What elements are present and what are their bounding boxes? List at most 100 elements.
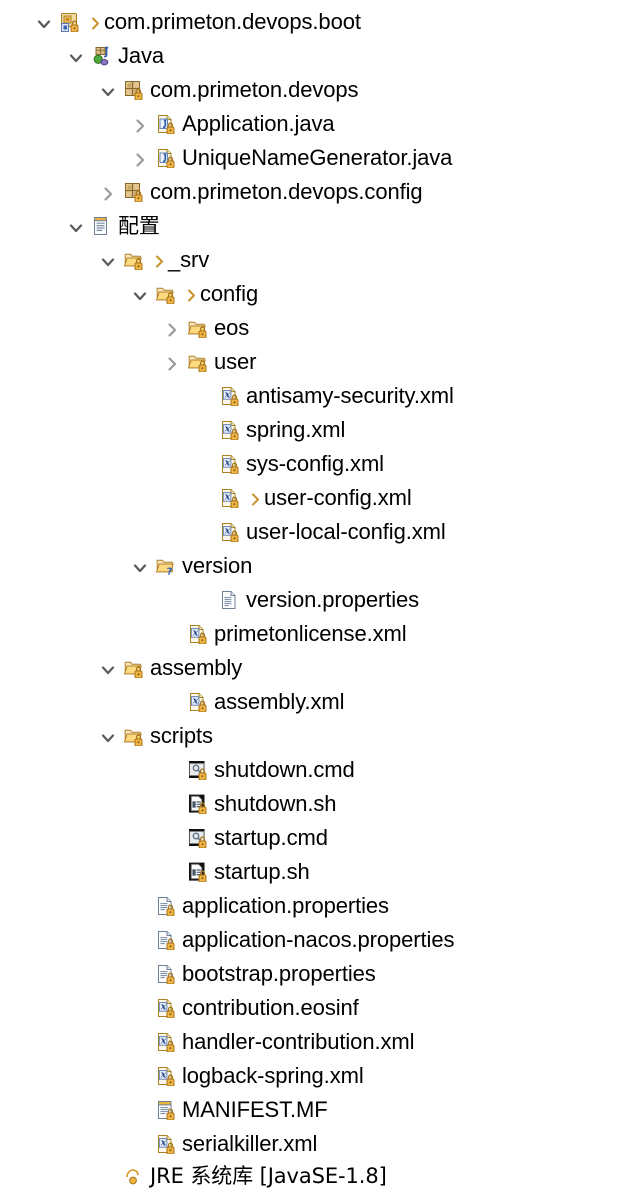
- twisty-placeholder: [128, 991, 154, 1025]
- twisty-expanded-icon[interactable]: [32, 5, 58, 39]
- indent-spacer: [0, 464, 192, 465]
- tree-row-26[interactable]: application.properties: [0, 889, 639, 923]
- tree-row-11[interactable]: antisamy-security.xml: [0, 379, 639, 413]
- indent-spacer: [0, 328, 160, 329]
- twisty-placeholder: [160, 753, 186, 787]
- indent-spacer: [0, 974, 128, 975]
- inline-chevron-right-icon: [86, 5, 104, 39]
- tree-row-24[interactable]: startup.cmd: [0, 821, 639, 855]
- tree-row-3[interactable]: Application.java: [0, 107, 639, 141]
- tree-row-17[interactable]: version.properties: [0, 583, 639, 617]
- tree-row-18[interactable]: primetonlicense.xml: [0, 617, 639, 651]
- tree-item-label: com.primeton.devops: [150, 77, 359, 102]
- tree-row-32[interactable]: MANIFEST.MF: [0, 1093, 639, 1127]
- tree-row-20[interactable]: assembly.xml: [0, 685, 639, 719]
- twisty-placeholder: [128, 957, 154, 991]
- tree-item-label: Java: [118, 43, 165, 68]
- twisty-expanded-icon[interactable]: [64, 209, 90, 243]
- twisty-placeholder: [128, 889, 154, 923]
- tree-item-label: user-local-config.xml: [246, 519, 446, 544]
- tree-row-22[interactable]: shutdown.cmd: [0, 753, 639, 787]
- tree-row-9[interactable]: eos: [0, 311, 639, 345]
- twisty-expanded-icon[interactable]: [128, 549, 154, 583]
- tree-item-label: shutdown.sh: [214, 791, 337, 816]
- tree-row-8[interactable]: config: [0, 277, 639, 311]
- package-icon: [122, 77, 148, 103]
- indent-spacer: [0, 1076, 128, 1077]
- tree-item-label: antisamy-security.xml: [246, 383, 454, 408]
- twisty-placeholder: [192, 379, 218, 413]
- twisty-collapsed-icon[interactable]: [160, 311, 186, 345]
- twisty-expanded-icon[interactable]: [96, 243, 122, 277]
- tree-item-label: bootstrap.properties: [182, 961, 376, 986]
- tree-row-23[interactable]: shutdown.sh: [0, 787, 639, 821]
- tree-row-6[interactable]: 配置: [0, 209, 639, 243]
- tree-row-12[interactable]: spring.xml: [0, 413, 639, 447]
- java-nature-icon: [90, 43, 116, 69]
- tree-item-label: primetonlicense.xml: [214, 621, 407, 646]
- inline-chevron-right-icon: [150, 243, 168, 277]
- tree-row-30[interactable]: handler-contribution.xml: [0, 1025, 639, 1059]
- inline-chevron-right-icon: [246, 481, 264, 515]
- properties-file-icon: [154, 961, 180, 987]
- xml-file-icon: [218, 383, 244, 409]
- tree-item-label: _srv: [168, 247, 210, 272]
- tree-item-label: serialkiller.xml: [182, 1131, 318, 1156]
- tree-item-label: handler-contribution.xml: [182, 1029, 415, 1054]
- indent-spacer: [0, 1042, 128, 1043]
- tree-row-2[interactable]: com.primeton.devops: [0, 73, 639, 107]
- twisty-placeholder: [160, 855, 186, 889]
- tree-row-21[interactable]: scripts: [0, 719, 639, 753]
- twisty-expanded-icon[interactable]: [96, 651, 122, 685]
- tree-row-28[interactable]: bootstrap.properties: [0, 957, 639, 991]
- properties-file-icon: [154, 893, 180, 919]
- twisty-expanded-icon[interactable]: [128, 277, 154, 311]
- indent-spacer: [0, 804, 160, 805]
- indent-spacer: [0, 600, 192, 601]
- tree-item-label: contribution.eosinf: [182, 995, 359, 1020]
- tree-row-27[interactable]: application-nacos.properties: [0, 923, 639, 957]
- twisty-collapsed-icon[interactable]: [96, 175, 122, 209]
- sh-file-icon: [186, 791, 212, 817]
- tree-row-10[interactable]: user: [0, 345, 639, 379]
- twisty-expanded-icon[interactable]: [96, 719, 122, 753]
- folder-icon: [154, 281, 180, 307]
- indent-spacer: [0, 668, 96, 669]
- tree-row-4[interactable]: UniqueNameGenerator.java: [0, 141, 639, 175]
- tree-row-29[interactable]: contribution.eosinf: [0, 991, 639, 1025]
- tree-row-16[interactable]: version: [0, 549, 639, 583]
- tree-row-1[interactable]: Java: [0, 39, 639, 73]
- twisty-collapsed-icon[interactable]: [128, 141, 154, 175]
- tree-item-label: logback-spring.xml: [182, 1063, 364, 1088]
- indent-spacer: [0, 90, 96, 91]
- tree-row-33[interactable]: serialkiller.xml: [0, 1127, 639, 1161]
- folder-icon: [122, 247, 148, 273]
- twisty-placeholder: [128, 1025, 154, 1059]
- twisty-expanded-icon[interactable]: [96, 73, 122, 107]
- xml-file-icon: [154, 995, 180, 1021]
- folder-unknown-icon: [154, 553, 180, 579]
- xml-file-icon: [218, 417, 244, 443]
- twisty-expanded-icon[interactable]: [64, 39, 90, 73]
- tree-item-label: com.primeton.devops.boot: [104, 9, 361, 34]
- xml-file-icon: [218, 451, 244, 477]
- tree-row-5[interactable]: com.primeton.devops.config: [0, 175, 639, 209]
- tree-row-19[interactable]: assembly: [0, 651, 639, 685]
- tree-row-clipped-bottom[interactable]: JRE 系统库 [JavaSE-1.8]: [0, 1159, 639, 1193]
- tree-row-7[interactable]: _srv: [0, 243, 639, 277]
- tree-row-25[interactable]: startup.sh: [0, 855, 639, 889]
- tree-row-15[interactable]: user-local-config.xml: [0, 515, 639, 549]
- indent-spacer: [0, 1008, 128, 1009]
- indent-spacer: [0, 906, 128, 907]
- tree-row-14[interactable]: user-config.xml: [0, 481, 639, 515]
- tree-row-0[interactable]: com.primeton.devops.boot: [0, 5, 639, 39]
- xml-file-icon: [186, 689, 212, 715]
- folder-icon: [186, 315, 212, 341]
- tree-row-13[interactable]: sys-config.xml: [0, 447, 639, 481]
- sh-file-icon: [186, 859, 212, 885]
- twisty-collapsed-icon[interactable]: [128, 107, 154, 141]
- tree-row-31[interactable]: logback-spring.xml: [0, 1059, 639, 1093]
- indent-spacer: [0, 1176, 96, 1177]
- twisty-collapsed-icon[interactable]: [160, 345, 186, 379]
